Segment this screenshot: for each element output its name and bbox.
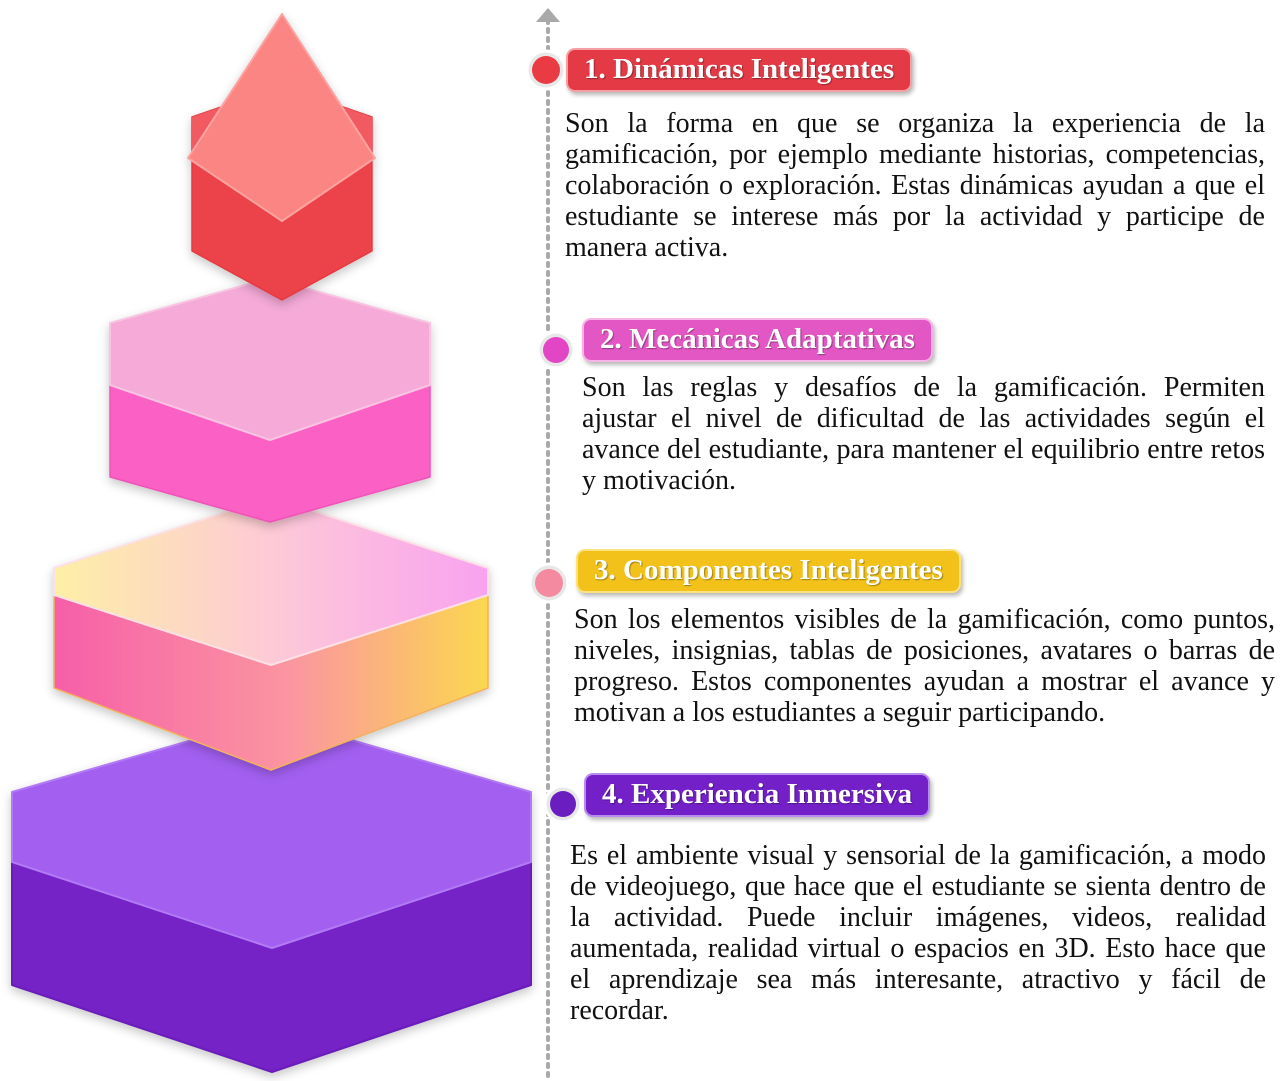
level-1-prism — [187, 13, 376, 301]
timeline-arrow-icon — [536, 8, 560, 22]
timeline-marker-2 — [536, 330, 576, 370]
timeline-marker-4 — [543, 784, 583, 824]
step-1-description: Son la forma en que se organiza la exper… — [565, 108, 1265, 263]
timeline-marker-1 — [525, 49, 567, 91]
step-4-title: 4. Experiencia Inmersiva — [584, 773, 931, 817]
step-2-title: 2. Mecánicas Adaptativas — [582, 318, 933, 362]
level-1-tip — [187, 13, 376, 222]
level-2-prism — [109, 277, 431, 523]
step-3-description: Son los elementos visibles de la gamific… — [574, 604, 1275, 728]
step-1-title: 1. Dinámicas Inteligentes — [566, 48, 913, 92]
hexagon-pyramid — [11, 13, 532, 1073]
step-2-description: Son las reglas y desafíos de la gamifica… — [582, 372, 1265, 496]
level-3-prism — [53, 496, 489, 771]
step-3-title: 3. Componentes Inteligentes — [576, 549, 961, 593]
timeline-marker-3 — [528, 562, 570, 604]
step-4-description: Es el ambiente visual y sensorial de la … — [570, 840, 1266, 1026]
level-4-prism — [11, 716, 532, 1073]
